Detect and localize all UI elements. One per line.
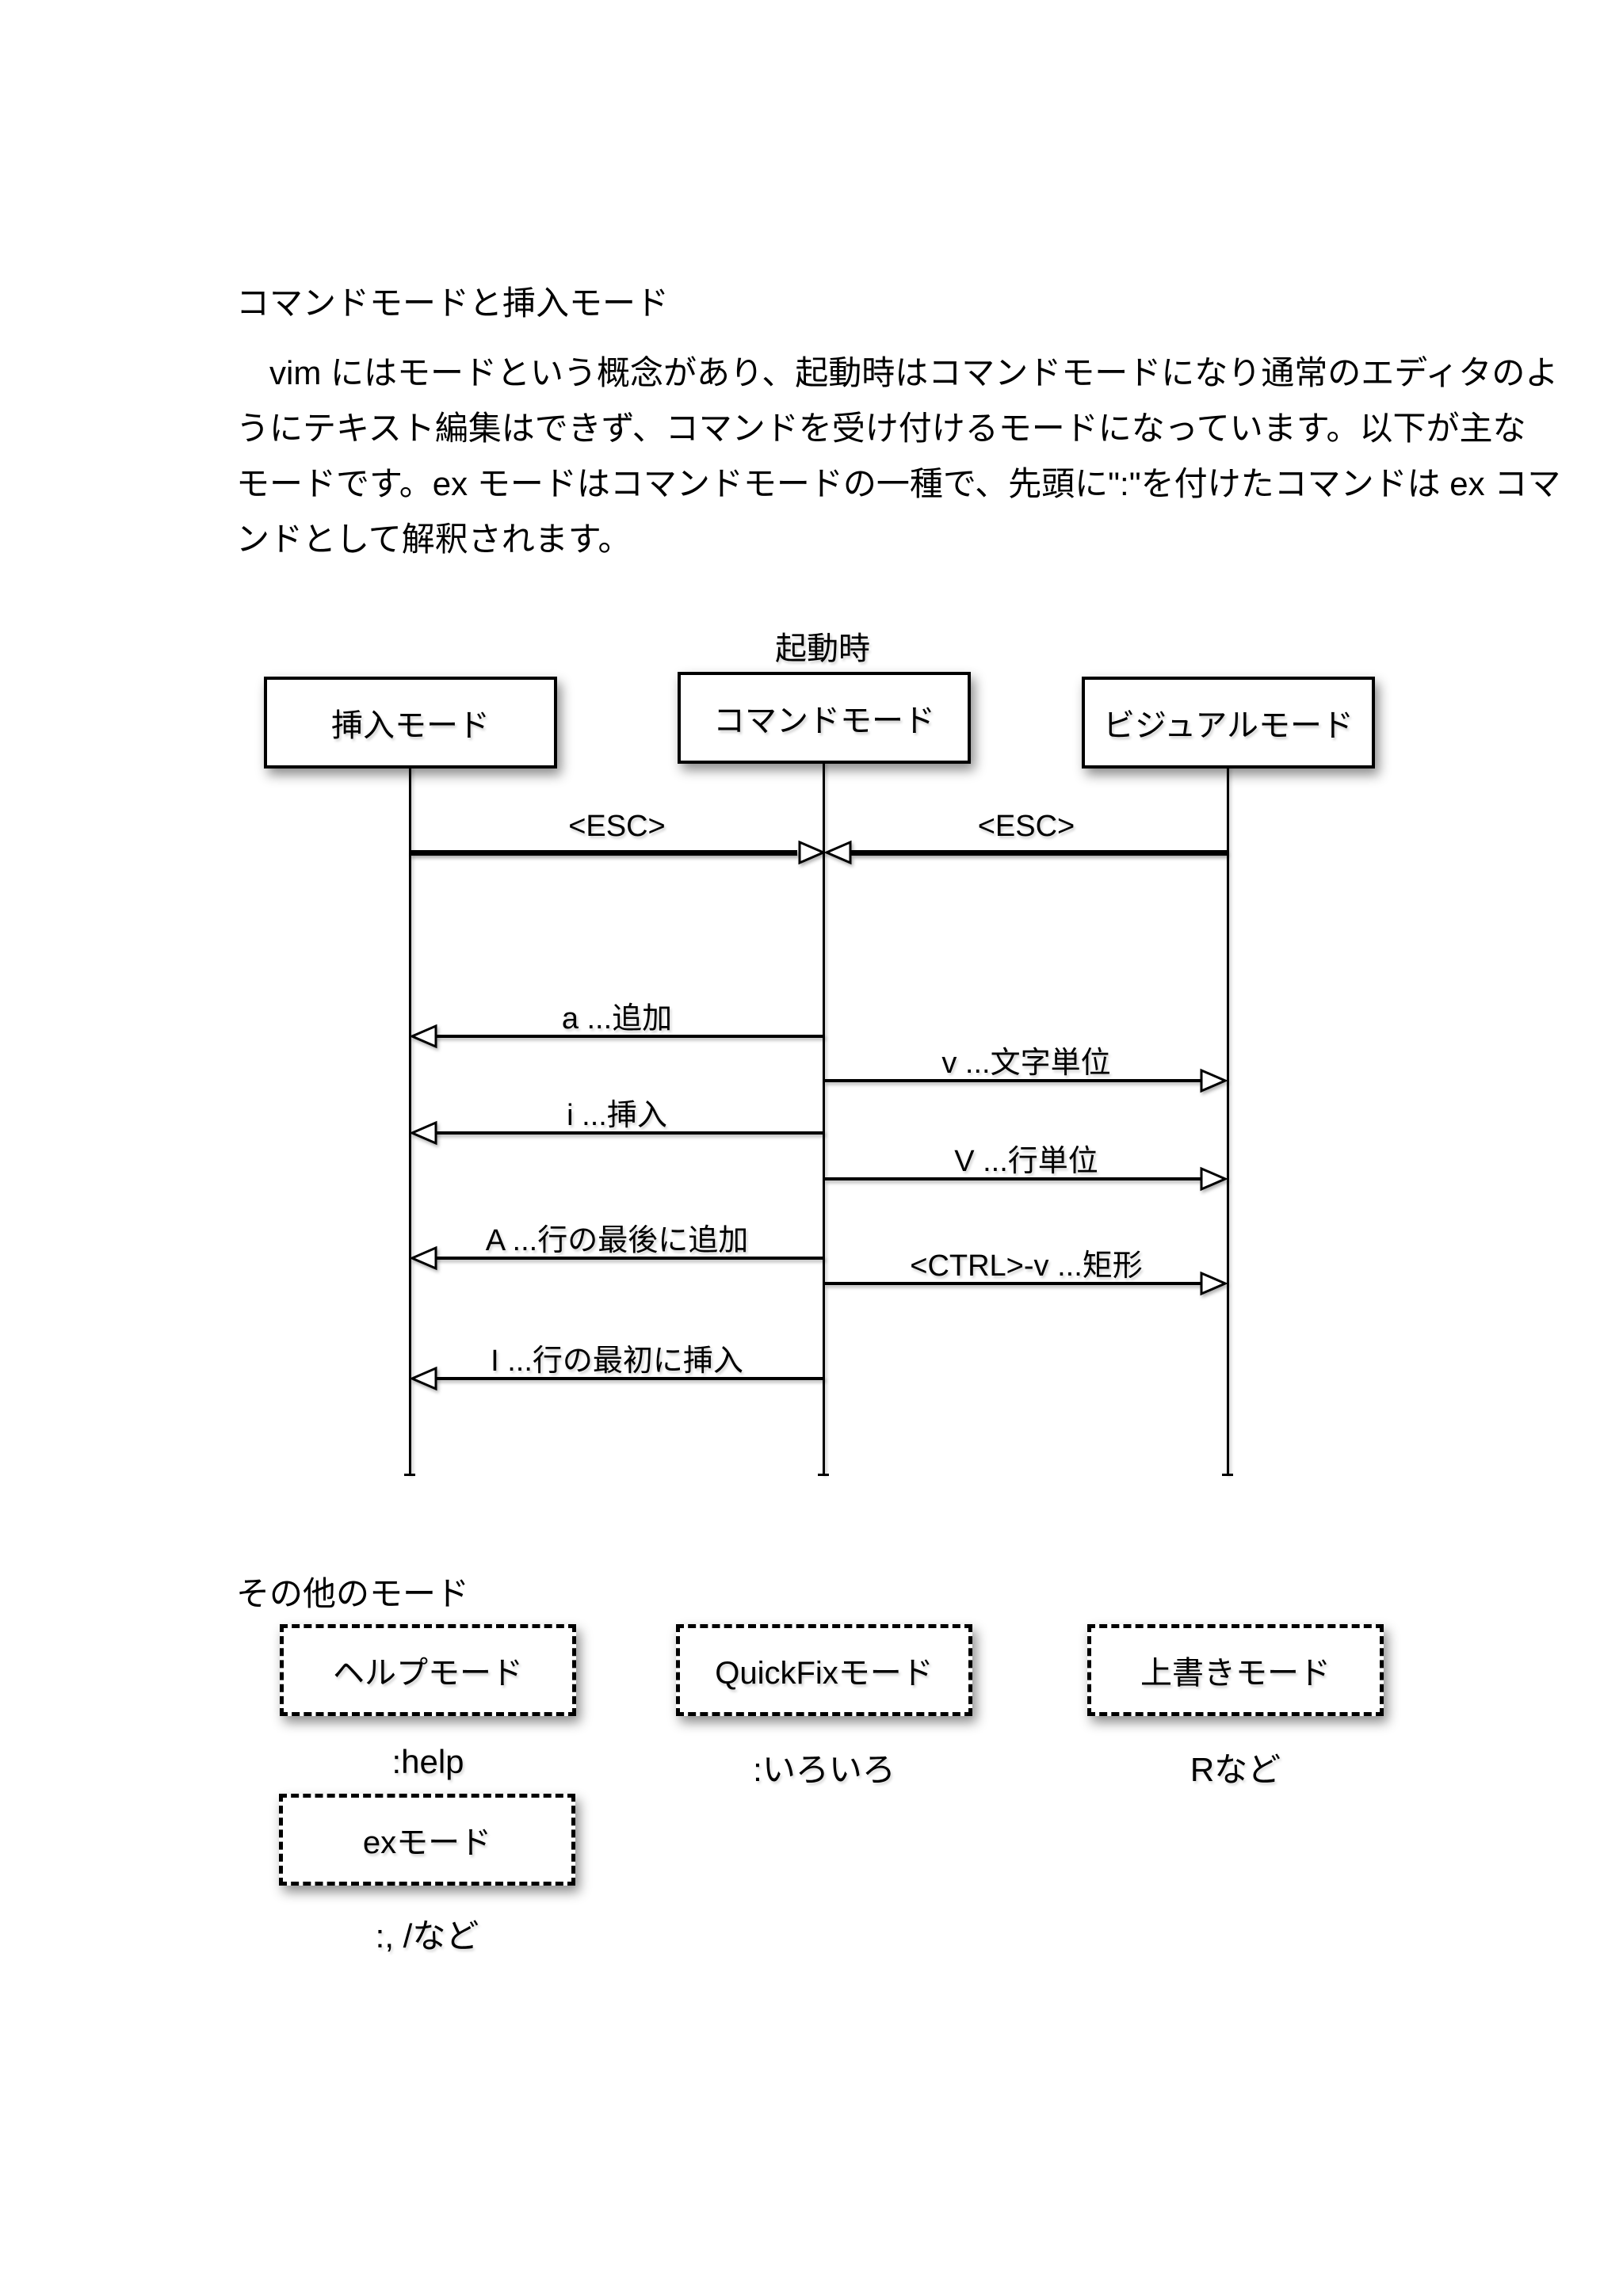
arrowhead-right-icon	[798, 840, 826, 865]
lifeline-command-mode	[823, 762, 825, 1475]
other-modes-heading: その他のモード	[236, 1575, 470, 1612]
mode-box-label: 上書きモード	[1140, 1656, 1331, 1691]
message-arrow-line	[435, 1035, 824, 1038]
message-arrow-line	[435, 1257, 824, 1260]
actor-box-insert-mode: 挿入モード	[264, 677, 557, 769]
arrowhead-left-icon	[410, 1366, 437, 1391]
arrowhead-left-icon	[410, 1024, 437, 1049]
actor-label: ビジュアルモード	[1103, 708, 1354, 743]
message-label-a-append: a ...追加	[561, 1002, 673, 1035]
mode-box-help: ヘルプモード	[280, 1624, 576, 1716]
message-arrow-line	[435, 1377, 824, 1380]
message-arrow-line	[824, 1282, 1202, 1285]
mode-box-quickfix: QuickFixモード	[676, 1624, 972, 1716]
mode-box-ex: exモード	[279, 1794, 575, 1886]
lifeline-visual-mode	[1227, 767, 1229, 1475]
mode-box-label: QuickFixモード	[715, 1656, 934, 1691]
lifeline-insert-mode	[409, 767, 411, 1475]
message-label-I-insert-bol: I ...行の最初に挿入	[491, 1344, 743, 1378]
arrowhead-right-icon	[1200, 1068, 1228, 1093]
mode-box-overwrite: 上書きモード	[1087, 1624, 1384, 1716]
actor-label: コマンドモード	[713, 704, 935, 738]
mode-caption-quickfix: :いろいろ	[753, 1751, 896, 1788]
message-label-v-charwise: v ...文字単位	[941, 1047, 1111, 1080]
mode-box-label: ヘルプモード	[333, 1656, 523, 1691]
esc-from-visual-arrow-line	[851, 850, 1227, 856]
actor-label: 挿入モード	[331, 708, 490, 743]
message-arrow-line	[435, 1131, 824, 1135]
esc-from-insert-label: <ESC>	[568, 810, 666, 843]
lifeline-foot	[818, 1474, 829, 1476]
mode-box-label: exモード	[362, 1825, 492, 1860]
lifeline-foot	[1222, 1474, 1233, 1476]
startup-label: 起動時	[775, 631, 870, 666]
arrowhead-right-icon	[1200, 1271, 1228, 1296]
message-label-ctrl-v-block: <CTRL>-v ...矩形	[910, 1249, 1143, 1283]
paragraph: vim にはモードという概念があり、起動時はコマンドモードになり通常のエディタの…	[236, 345, 1560, 567]
message-label-A-append-eol: A ...行の最後に追加	[485, 1224, 749, 1257]
arrowhead-right-icon	[1200, 1166, 1228, 1192]
actor-box-command-mode: コマンドモード	[678, 672, 971, 764]
arrowhead-left-icon	[824, 840, 852, 865]
message-label-i-insert: i ...挿入	[567, 1099, 667, 1132]
message-arrow-line	[824, 1079, 1202, 1082]
actor-box-visual-mode: ビジュアルモード	[1082, 677, 1375, 769]
paragraph-line: ンドとして解釈されます。	[236, 521, 632, 558]
paragraph-line: vim にはモードという概念があり、起動時はコマンドモードになり通常のエディタの…	[236, 354, 1559, 391]
esc-from-insert-arrow-line	[410, 850, 797, 856]
arrowhead-left-icon	[410, 1120, 437, 1146]
mode-caption-ex: :, /など	[375, 1917, 479, 1955]
message-label-V-linewise: V ...行単位	[954, 1145, 1098, 1178]
mode-caption-overwrite: Rなど	[1190, 1751, 1281, 1788]
paragraph-line: うにテキスト編集はできず、コマンドを受け付けるモードになっています。以下が主な	[236, 410, 1526, 447]
esc-from-visual-label: <ESC>	[977, 810, 1075, 843]
arrowhead-left-icon	[410, 1245, 437, 1271]
message-arrow-line	[824, 1177, 1202, 1180]
paragraph-line: モードです。ex モードはコマンドモードの一種で、先頭に":"を付けたコマンドは…	[236, 465, 1561, 502]
lifeline-foot	[404, 1474, 415, 1476]
page-title: コマンドモードと挿入モード	[236, 284, 670, 322]
mode-caption-help: :help	[391, 1743, 464, 1780]
